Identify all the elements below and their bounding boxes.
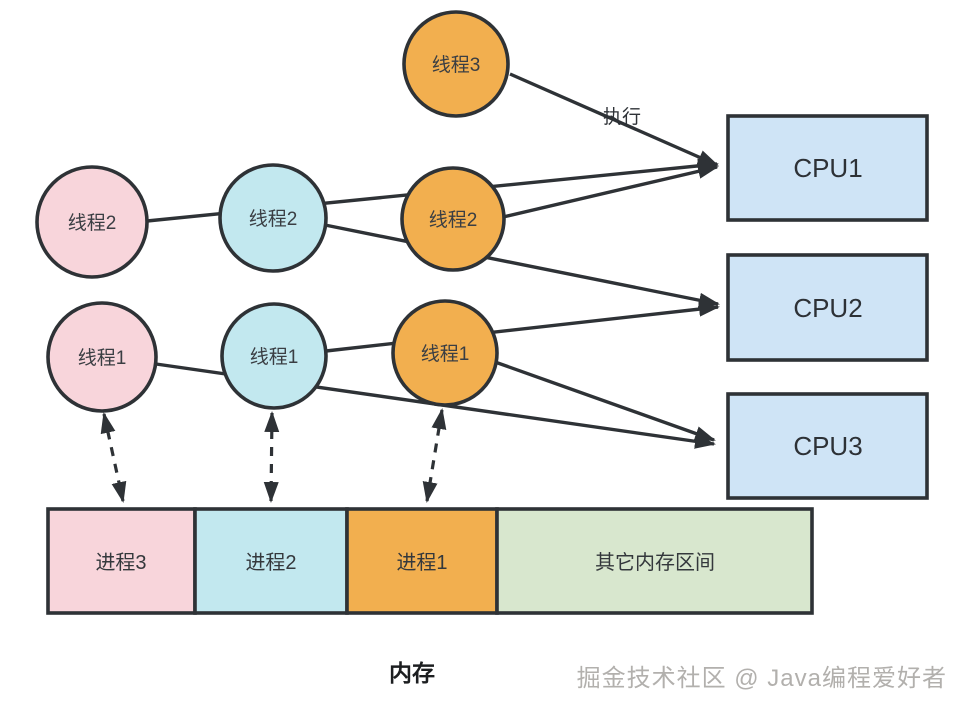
memory-segment-process2 (193, 507, 349, 615)
process2-thread1-label: 线程1 (250, 346, 299, 368)
edge-thread3-cpu1 (509, 72, 719, 167)
memory-caption: 内存 (389, 660, 435, 686)
diagram-shapes (35, 10, 929, 615)
execute-edge-label: 执行 (603, 106, 641, 128)
memory-segment-process1 (345, 507, 499, 615)
edge-process1-thread2-cpu1 (502, 164, 719, 219)
process1-thread1-node (391, 299, 499, 407)
process2-thread1-node (220, 302, 328, 410)
process1-thread2-node (400, 166, 506, 272)
process3-thread1-node (46, 301, 158, 413)
memory-process1-label: 进程1 (396, 551, 447, 574)
process3-thread1-label: 线程1 (78, 347, 127, 369)
memory-process2-label: 进程2 (245, 551, 296, 574)
cpu3-label: CPU3 (793, 431, 862, 461)
watermark: 掘金技术社区 @ Java编程爱好者 (577, 665, 947, 692)
process3-thread2-node (35, 165, 149, 279)
memory-segment-process3 (46, 507, 197, 615)
process2-thread2-node (218, 163, 328, 273)
process1-thread2-label: 线程2 (429, 209, 478, 231)
thread3-label: 线程3 (432, 54, 481, 76)
memory-other-label: 其它内存区间 (595, 551, 715, 574)
edge-process2-thread1-cpu2 (325, 301, 720, 353)
cpu1-box (726, 114, 929, 222)
process1-thread1-label: 线程1 (421, 343, 470, 365)
memory-segment-other (495, 507, 814, 615)
cpu1-label: CPU1 (793, 153, 862, 183)
memory-process3-label: 进程3 (95, 551, 146, 574)
cpu2-box (726, 253, 929, 362)
edge-process1-thread1-cpu3 (494, 360, 716, 442)
dashed-link-thread1-process2-memory (263, 411, 280, 503)
process1-thread3-node (402, 10, 510, 118)
cpu3-box (726, 392, 929, 500)
process2-thread2-label: 线程2 (249, 208, 298, 230)
cpu2-label: CPU2 (793, 293, 862, 323)
dashed-link-thread1-process1-memory (422, 408, 447, 503)
edge-process2-thread2-cpu2 (324, 223, 720, 308)
dashed-link-thread1-process3-memory (100, 412, 127, 503)
process3-thread2-label: 线程2 (68, 212, 117, 234)
